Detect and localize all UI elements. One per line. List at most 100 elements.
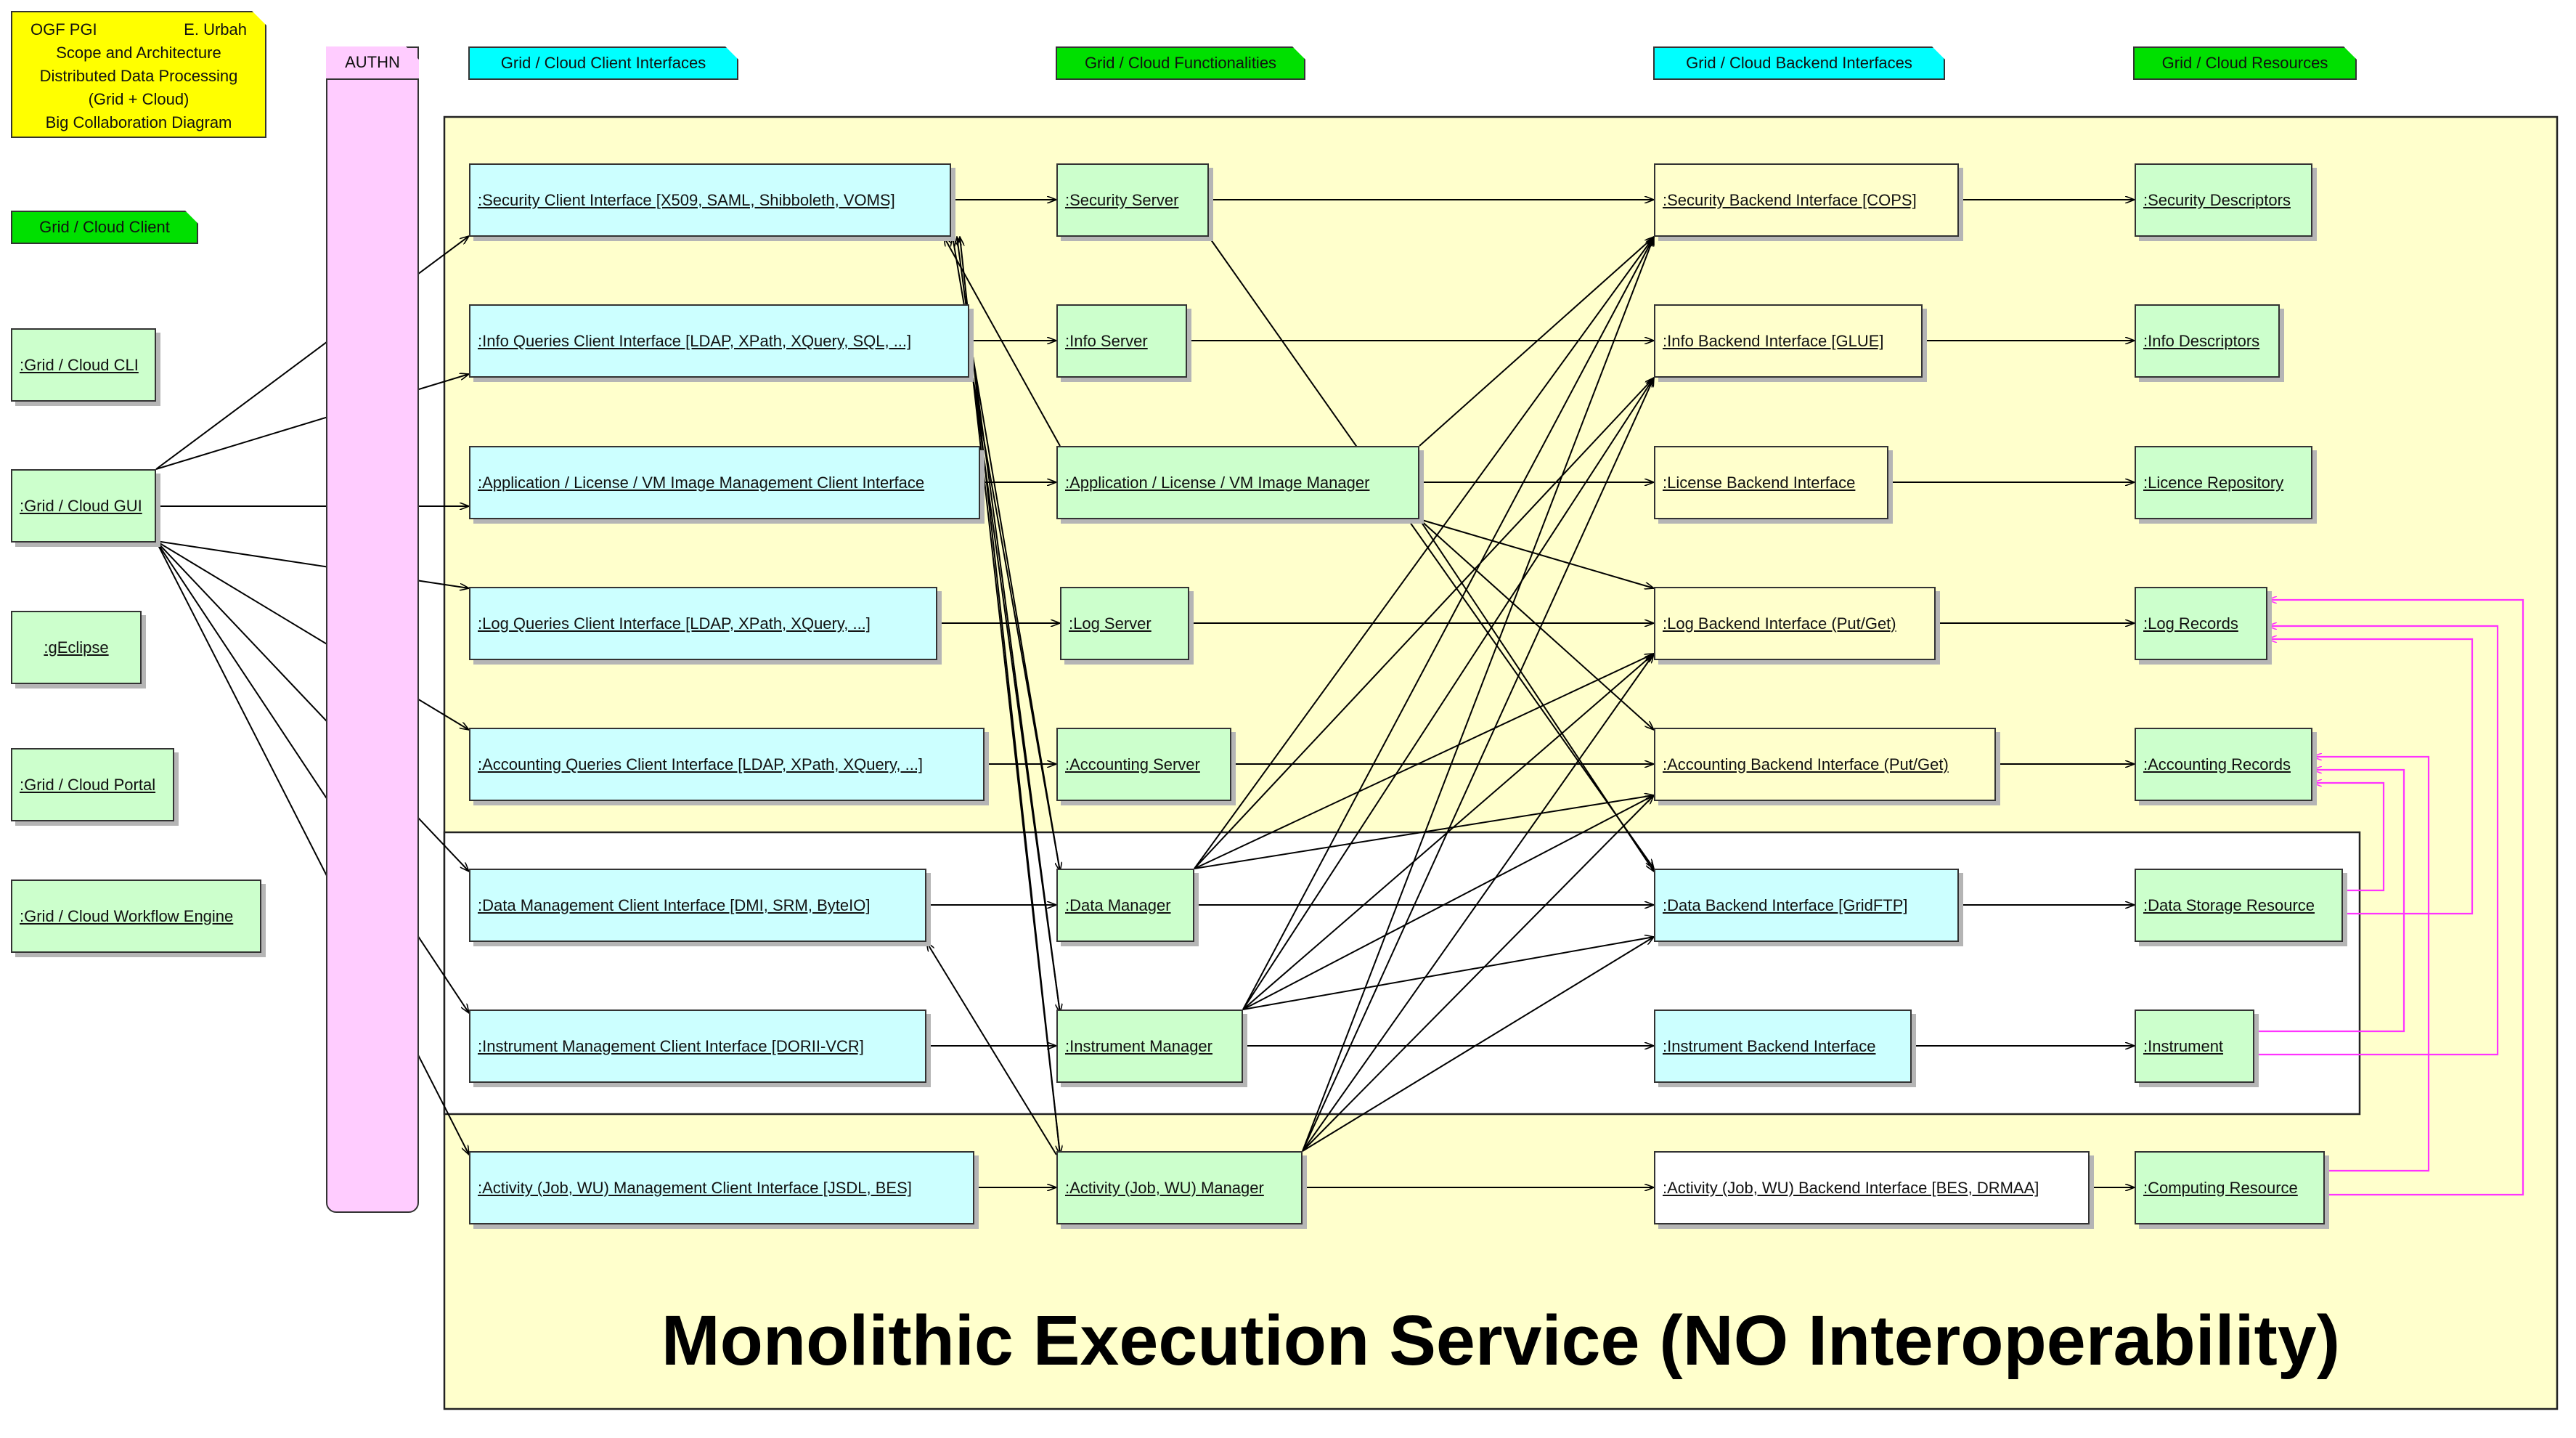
edge-activity-to-accounting-bi bbox=[1302, 795, 1654, 1152]
info-line-2: Distributed Data Processing bbox=[39, 67, 238, 85]
edge-security-server-to-data-bi bbox=[1208, 236, 1654, 869]
edge-gui-log bbox=[155, 540, 469, 588]
client-gui[interactable]: :Grid / Cloud GUI bbox=[11, 469, 156, 543]
edge-app-to-data-bi bbox=[1419, 519, 1654, 872]
res-log-records[interactable]: :Log Records bbox=[2135, 587, 2267, 660]
ci-activity-label: :Activity (Job, WU) Management Client In… bbox=[478, 1178, 912, 1197]
edge-app-to-log-bi bbox=[1419, 519, 1654, 588]
header-functionalities: Grid / Cloud Functionalities bbox=[1056, 46, 1305, 80]
fn-app-manager[interactable]: :Application / License / VM Image Manage… bbox=[1056, 446, 1419, 519]
bi-data[interactable]: :Data Backend Interface [GridFTP] bbox=[1654, 869, 1959, 942]
ci-app[interactable]: :Application / License / VM Image Manage… bbox=[469, 446, 980, 519]
fn-log-label: :Log Server bbox=[1069, 614, 1152, 633]
ci-accounting-label: :Accounting Queries Client Interface [LD… bbox=[478, 755, 924, 773]
fn-log-server[interactable]: :Log Server bbox=[1060, 587, 1189, 660]
edge-instr-to-info-bi bbox=[1242, 378, 1654, 1010]
client-gui-label: :Grid / Cloud GUI bbox=[20, 496, 142, 515]
feedback-computing-to-log bbox=[2267, 600, 2524, 1196]
client-geclipse[interactable]: :gEclipse bbox=[11, 611, 142, 684]
edge-gui-data bbox=[155, 540, 469, 872]
client-portal[interactable]: :Grid / Cloud Portal bbox=[11, 748, 174, 821]
edge-activity-to-data-bi bbox=[1302, 937, 1654, 1152]
fn-instrument-label: :Instrument Manager bbox=[1065, 1036, 1212, 1055]
bi-accounting-label: :Accounting Backend Interface (Put/Get) bbox=[1663, 755, 1949, 773]
client-cli-label: :Grid / Cloud CLI bbox=[20, 355, 139, 374]
fn-activity-label: :Activity (Job, WU) Manager bbox=[1065, 1178, 1264, 1197]
bi-license-label: :License Backend Interface bbox=[1663, 473, 1856, 492]
bi-instrument[interactable]: :Instrument Backend Interface bbox=[1654, 1010, 1912, 1083]
bi-activity[interactable]: :Activity (Job, WU) Backend Interface [B… bbox=[1654, 1151, 2090, 1224]
edge-app-to-accounting-bi bbox=[1419, 519, 1654, 730]
edge-gui-accounting bbox=[155, 540, 469, 730]
ci-log[interactable]: :Log Queries Client Interface [LDAP, XPa… bbox=[469, 587, 937, 660]
client-workflow-label: :Grid / Cloud Workflow Engine bbox=[20, 906, 234, 925]
fn-accounting-server[interactable]: :Accounting Server bbox=[1056, 728, 1231, 801]
edge-gui-info bbox=[155, 374, 469, 470]
bi-security-label: :Security Backend Interface [COPS] bbox=[1663, 190, 1917, 209]
res-instrument[interactable]: :Instrument bbox=[2135, 1010, 2254, 1083]
res-instrument-label: :Instrument bbox=[2143, 1036, 2224, 1055]
ci-accounting[interactable]: :Accounting Queries Client Interface [LD… bbox=[469, 728, 985, 801]
res-accounting-records[interactable]: :Accounting Records bbox=[2135, 728, 2312, 801]
bi-security[interactable]: :Security Backend Interface [COPS] bbox=[1654, 163, 1959, 237]
authn-lane bbox=[326, 46, 419, 1213]
edge-data-to-info-bi bbox=[1194, 378, 1654, 869]
fn-activity-manager[interactable]: :Activity (Job, WU) Manager bbox=[1056, 1151, 1303, 1224]
feedback-instr-to-accounting bbox=[2254, 770, 2405, 1033]
ci-instrument[interactable]: :Instrument Management Client Interface … bbox=[469, 1010, 926, 1083]
bi-log-label: :Log Backend Interface (Put/Get) bbox=[1663, 614, 1896, 633]
ci-security-label: :Security Client Interface [X509, SAML, … bbox=[478, 190, 895, 209]
client-portal-label: :Grid / Cloud Portal bbox=[20, 775, 156, 794]
header-client: Grid / Cloud Client bbox=[11, 211, 198, 244]
edge-activity-to-security-bi bbox=[1302, 237, 1655, 1152]
fn-security-server[interactable]: :Security Server bbox=[1056, 163, 1209, 237]
info-line-1: Scope and Architecture bbox=[56, 44, 221, 62]
diagram-info-note: OGF PGI E. Urbah Scope and Architecture … bbox=[11, 11, 266, 138]
ci-data[interactable]: :Data Management Client Interface [DMI, … bbox=[469, 869, 926, 942]
fn-data-manager[interactable]: :Data Manager bbox=[1056, 869, 1194, 942]
bi-info-label: :Info Backend Interface [GLUE] bbox=[1663, 331, 1884, 350]
bi-license[interactable]: :License Backend Interface bbox=[1654, 446, 1888, 519]
res-computing[interactable]: :Computing Resource bbox=[2135, 1151, 2325, 1224]
authn-label: AUTHN bbox=[326, 46, 419, 80]
edge-data-to-security-bi bbox=[1194, 237, 1654, 869]
feedback-data-to-log bbox=[2267, 639, 2474, 915]
res-log-label: :Log Records bbox=[2143, 614, 2238, 633]
ci-activity[interactable]: :Activity (Job, WU) Management Client In… bbox=[469, 1151, 974, 1224]
ci-app-label: :Application / License / VM Image Manage… bbox=[478, 473, 925, 492]
edge-instr-to-accounting-bi bbox=[1242, 795, 1654, 1010]
client-geclipse-label: :gEclipse bbox=[44, 638, 109, 657]
author-label: E. Urbah bbox=[184, 20, 247, 38]
edge-gui-security bbox=[155, 236, 469, 470]
client-workflow-engine[interactable]: :Grid / Cloud Workflow Engine bbox=[11, 880, 261, 953]
bi-info[interactable]: :Info Backend Interface [GLUE] bbox=[1654, 304, 1923, 378]
res-security-descriptors[interactable]: :Security Descriptors bbox=[2135, 163, 2312, 237]
res-licence-label: :Licence Repository bbox=[2143, 473, 2284, 492]
feedback-computing-to-accounting bbox=[2312, 757, 2430, 1172]
header-client-interfaces: Grid / Cloud Client Interfaces bbox=[468, 46, 738, 80]
bi-log[interactable]: :Log Backend Interface (Put/Get) bbox=[1654, 587, 1936, 660]
res-info-descriptors[interactable]: :Info Descriptors bbox=[2135, 304, 2280, 378]
fn-info-server[interactable]: :Info Server bbox=[1056, 304, 1187, 378]
fn-data-label: :Data Manager bbox=[1065, 895, 1171, 914]
res-licence-repository[interactable]: :Licence Repository bbox=[2135, 446, 2312, 519]
client-cli[interactable]: :Grid / Cloud CLI bbox=[11, 328, 156, 402]
bi-data-label: :Data Backend Interface [GridFTP] bbox=[1663, 895, 1908, 914]
res-data-label: :Data Storage Resource bbox=[2143, 895, 2315, 914]
edge-info-ci-to-instr bbox=[972, 377, 1060, 1013]
bi-instrument-label: :Instrument Backend Interface bbox=[1663, 1036, 1876, 1055]
ci-info[interactable]: :Info Queries Client Interface [LDAP, XP… bbox=[469, 304, 969, 378]
edge-app-to-security-bi bbox=[1419, 237, 1654, 447]
header-backend-interfaces: Grid / Cloud Backend Interfaces bbox=[1653, 46, 1945, 80]
res-info-label: :Info Descriptors bbox=[2143, 331, 2260, 350]
bi-accounting[interactable]: :Accounting Backend Interface (Put/Get) bbox=[1654, 728, 1996, 801]
ci-security[interactable]: :Security Client Interface [X509, SAML, … bbox=[469, 163, 951, 237]
header-resources: Grid / Cloud Resources bbox=[2133, 46, 2357, 80]
edge-gui-activity bbox=[155, 540, 469, 1155]
fn-app-label: :Application / License / VM Image Manage… bbox=[1065, 473, 1370, 492]
feedback-data-to-accounting bbox=[2312, 783, 2385, 892]
res-data-storage[interactable]: :Data Storage Resource bbox=[2135, 869, 2343, 942]
res-security-label: :Security Descriptors bbox=[2143, 190, 2291, 209]
fn-instrument-manager[interactable]: :Instrument Manager bbox=[1056, 1010, 1243, 1083]
region-title: Monolithic Execution Service (NO Interop… bbox=[661, 1301, 2341, 1380]
